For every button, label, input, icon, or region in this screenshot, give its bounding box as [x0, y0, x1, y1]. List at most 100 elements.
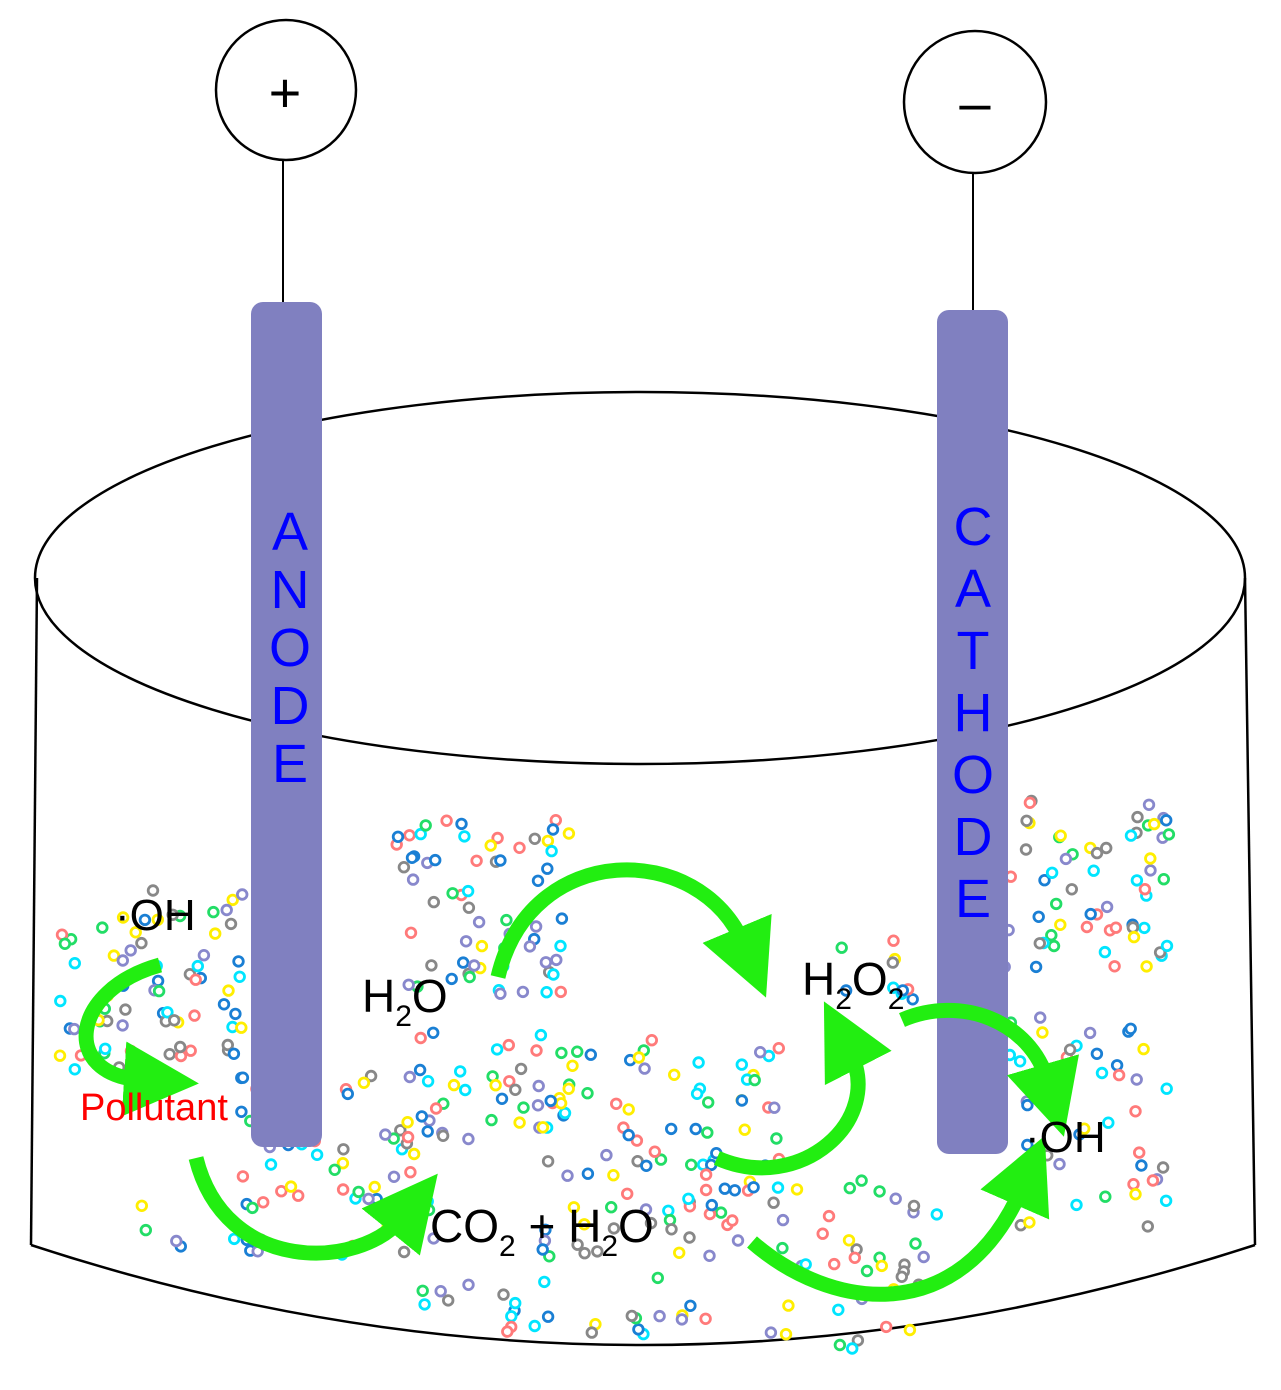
particle: [550, 953, 563, 967]
particle: [495, 1092, 509, 1106]
particle: [1159, 814, 1173, 827]
particle: [1029, 960, 1043, 974]
particle: [442, 1294, 455, 1307]
particle: [275, 1184, 288, 1198]
particle: [896, 984, 910, 997]
particle: [567, 1201, 581, 1214]
particle: [718, 1182, 732, 1195]
particle: [139, 1223, 153, 1237]
particle: [434, 1284, 447, 1298]
particle: [630, 1134, 644, 1147]
particle: [502, 1038, 516, 1052]
particle: [446, 887, 459, 900]
cathode-terminal: –: [902, 29, 1048, 312]
particle: [516, 985, 530, 999]
particle: [166, 908, 179, 922]
particle: [1100, 900, 1114, 914]
particle: [500, 913, 513, 927]
particle: [336, 1156, 350, 1170]
particle: [151, 913, 165, 927]
particle: [690, 1087, 704, 1101]
particle: [621, 1187, 634, 1201]
particle: [541, 862, 554, 875]
particle: [699, 1183, 713, 1197]
particle: [207, 905, 220, 919]
particle: [880, 1320, 893, 1334]
particle: [116, 911, 130, 924]
particle: [1036, 1026, 1049, 1039]
particle: [842, 1234, 856, 1247]
particle: [738, 1123, 751, 1136]
particle: [1013, 1055, 1027, 1068]
particle: [1017, 1169, 1030, 1183]
beaker-left-wall: [29, 577, 39, 1246]
particle: [605, 1200, 618, 1214]
particle: [782, 1299, 795, 1312]
particle: [1080, 920, 1094, 934]
arrow-water-to-peroxide: [490, 862, 772, 998]
particle: [682, 1192, 695, 1206]
particle: [531, 1099, 545, 1112]
particle: [839, 984, 853, 997]
reaction-arrows: [78, 862, 1079, 1302]
particle: [554, 985, 568, 999]
particle: [197, 949, 211, 962]
particle: [541, 834, 555, 848]
particle: [54, 994, 67, 1008]
particle: [170, 1234, 183, 1248]
particle: [405, 1190, 418, 1204]
particle: [368, 1180, 381, 1194]
particle: [336, 1183, 350, 1196]
particle: [491, 831, 504, 845]
particle: [58, 937, 72, 951]
particle: [458, 830, 471, 843]
species-labels: ·OH Pollutant H2O H2O2 CO2 + H2O ·OH: [80, 891, 1106, 1263]
particle: [554, 939, 567, 953]
particle: [1038, 874, 1051, 887]
particle: [475, 939, 489, 953]
arrow-oh-to-pollutant: [78, 957, 199, 1117]
particle: [873, 1185, 886, 1198]
particle: [571, 1238, 584, 1251]
particle: [536, 1121, 550, 1134]
particle: [436, 1129, 450, 1143]
particle: [494, 987, 507, 1000]
particle: [640, 1159, 653, 1173]
particle: [1084, 907, 1097, 921]
particle: [484, 839, 497, 852]
particle: [1144, 864, 1157, 877]
particle: [1132, 1146, 1146, 1159]
particle: [770, 1132, 783, 1145]
particle: [514, 1062, 528, 1076]
particle: [387, 1170, 401, 1184]
particle: [161, 1006, 174, 1019]
particle: [846, 1342, 859, 1355]
particle: [513, 841, 526, 855]
particle: [1131, 810, 1144, 824]
water-label: H2O: [362, 970, 448, 1033]
particle: [776, 1241, 789, 1255]
particle: [124, 1044, 138, 1058]
particle: [135, 936, 148, 950]
particle: [547, 968, 560, 981]
particle: [684, 1299, 697, 1313]
particle: [532, 1079, 545, 1093]
particle: [748, 1073, 761, 1087]
particle: [895, 1270, 909, 1284]
particle: [425, 959, 438, 972]
particle: [828, 1257, 841, 1271]
particle: [544, 1094, 557, 1108]
particle: [622, 1103, 635, 1116]
particle: [735, 1094, 749, 1107]
particle: [1160, 939, 1174, 953]
particle: [903, 1323, 917, 1337]
particle: [701, 1126, 714, 1139]
particle: [68, 957, 82, 970]
particle: [771, 1181, 785, 1194]
particle: [610, 1097, 623, 1111]
particle: [397, 861, 411, 874]
particle: [402, 978, 415, 992]
beaker: [29, 390, 1257, 1347]
